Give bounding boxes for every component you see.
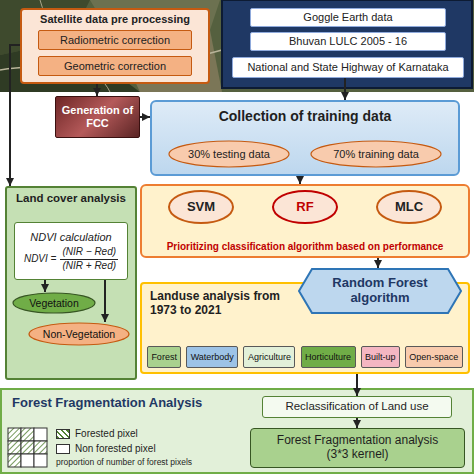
node-label: Collection of training data [219, 108, 392, 124]
formula-term: (NIR − Red) [60, 246, 118, 260]
non-forested-pixel [34, 428, 47, 441]
algorithm-hexagon: Random Forest algorithm [298, 268, 462, 314]
flow-arrow [96, 84, 98, 96]
hexagon-shape [299, 269, 461, 313]
node-label: RF [296, 200, 313, 215]
data-ellipse: 70% training data [310, 140, 442, 168]
class-box: Waterbody [186, 346, 238, 368]
node-label: Agriculture [248, 352, 291, 362]
data-source-panel [222, 0, 472, 88]
process-box: Geometric correction [38, 56, 192, 76]
data-ellipse: 30% testing data [168, 140, 290, 168]
node-label: Prioritizing classification algorithm ba… [167, 241, 444, 253]
data-source-box: National and State Highway of Karnataka [232, 57, 464, 78]
flow-arrow [299, 176, 301, 184]
legend: Forested pixelNon forested pixel [56, 426, 156, 456]
flow-arrow [377, 258, 379, 268]
process-box: Forest Fragmentation analysis (3*3 kerne… [250, 428, 465, 468]
data-source-box: Bhuvan LULC 2005 - 16 [250, 32, 446, 51]
legend-label: Forested pixel [75, 428, 138, 440]
ellipse-shape [13, 293, 95, 313]
pixel-grid [8, 428, 47, 467]
ellipse-shape [377, 191, 441, 223]
process-group: Satellite data pre processingRadiometric… [20, 8, 210, 84]
formula-fraction: (NIR − Red)(NIR + Red) [60, 246, 118, 271]
node-label: Radiometric correction [60, 34, 170, 47]
node-label: Generation of FCC [58, 104, 137, 129]
formula-term: (NIR + Red) [62, 260, 116, 272]
legend-row: Non forested pixel [56, 441, 156, 456]
legend-label: Non forested pixel [75, 443, 156, 455]
ellipse-shape [169, 141, 289, 167]
process-group: Land cover analysisNDVI calculationNDVI … [5, 186, 137, 380]
formula-row: NDVI =(NIR − Red)(NIR + Red) [24, 246, 118, 271]
forested-pixel [8, 441, 21, 454]
node-label: Open-space [409, 352, 458, 362]
node-label: Bhuvan LULC 2005 - 16 [289, 35, 407, 48]
non-forested-pixel [21, 454, 34, 467]
legend-row: Forested pixel [56, 426, 156, 441]
non-forested-pixel [34, 454, 47, 467]
formula-box: NDVI calculationNDVI =(NIR − Red)(NIR + … [14, 222, 128, 280]
ellipse-shape [273, 191, 337, 223]
ellipse-shape [29, 323, 129, 345]
class-box: Agriculture [243, 346, 295, 368]
node-label: Horticulture [305, 352, 351, 362]
algorithm-circle: RF [272, 190, 338, 224]
label-layer: proportion of number of forest pixels [56, 458, 192, 468]
satellite-image [0, 0, 474, 92]
data-source-box: Goggle Earth data [250, 8, 446, 27]
formula-note: proportion of number of forest pixels [56, 458, 192, 468]
node-label: Landuse analysis from 1973 to 2021 [150, 290, 300, 318]
node-label: Satellite data pre processing [40, 13, 190, 26]
legend-swatch [56, 444, 70, 454]
node-label: Goggle Earth data [303, 11, 392, 24]
node-label: Reclassification of Land use [285, 400, 428, 413]
formula-term: NDVI = [24, 253, 57, 265]
class-box: Horticulture [301, 346, 356, 368]
node-label: 30% testing data [188, 148, 270, 161]
legend-swatch [56, 429, 70, 439]
flow-arrow [344, 78, 346, 100]
node-label: MLC [395, 200, 423, 215]
class-box: Open-space [405, 346, 463, 368]
flow-arrow [140, 116, 150, 118]
node-label: SVM [187, 200, 215, 215]
node-label: Forest [151, 352, 177, 362]
node-label: Built-up [365, 352, 396, 362]
process-box: Radiometric correction [38, 30, 192, 50]
algorithm-circle: MLC [376, 190, 442, 224]
node-label: Forest Fragmentation Analysis [12, 396, 262, 411]
node-label: Land cover analysis [16, 192, 126, 205]
process-group: Prioritizing classification algorithm ba… [140, 184, 470, 258]
forested-pixel [21, 441, 34, 454]
process-group: Collection of training data 30% testing d… [150, 100, 460, 176]
node-label: Non-Vegetation [43, 328, 115, 340]
node-label: Geometric correction [64, 60, 166, 73]
node-label: Waterbody [191, 352, 234, 362]
class-box: Built-up [361, 346, 400, 368]
class-box: Forest [147, 346, 181, 368]
node-label: Random Forest algorithm [314, 276, 446, 306]
node-label: NDVI calculation [30, 231, 111, 244]
result-ellipse: Non-Vegetation [28, 322, 130, 346]
flow-arrow [10, 45, 20, 186]
forested-pixel [8, 428, 21, 441]
algorithm-circle: SVM [168, 190, 234, 224]
process-box: Reclassification of Land use [262, 396, 452, 418]
process-box: Generation of FCC [55, 96, 140, 138]
node-label: Forest Fragmentation analysis (3*3 kerne… [268, 434, 448, 462]
forested-pixel [8, 454, 21, 467]
ellipse-shape [169, 191, 233, 223]
node-label: Vegetation [29, 297, 79, 309]
forested-pixel [21, 428, 34, 441]
forested-pixel [34, 441, 47, 454]
node-label: National and State Highway of Karnataka [247, 61, 448, 74]
node-label: 70% training data [333, 148, 419, 161]
ellipse-shape [311, 141, 441, 167]
result-ellipse: Vegetation [12, 292, 96, 314]
